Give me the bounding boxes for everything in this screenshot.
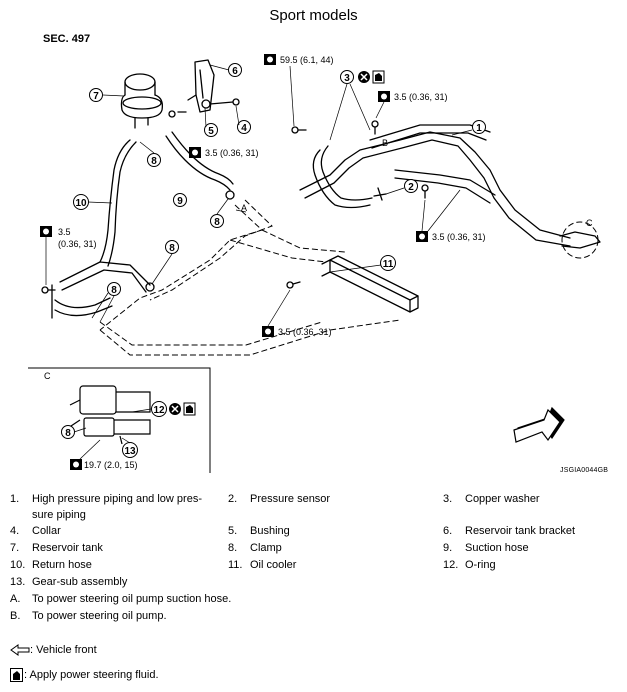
letter-c: C [586,218,593,228]
legend: 1.High pressure piping and low pres-sure… [10,491,622,625]
apply-fluid-icon [10,668,23,682]
callout-1: 1 [472,120,486,134]
callout-8d: 8 [107,282,121,296]
torque-3-5-left: 3.5 [58,227,71,237]
callout-3: 3 [340,70,354,84]
torque-3-5-left-b: (0.36, 31) [58,239,97,249]
callout-9: 9 [173,193,187,207]
svg-text:13: 13 [124,446,136,457]
page-title: Sport models [269,7,358,24]
torque-callouts: 59.5 (6.1, 44) 3.5 (0.36, 31) 3.5 (0.36,… [40,54,486,470]
svg-text:2: 2 [408,182,414,193]
legend-item-13: 13.Gear-sub assembly [10,576,128,588]
legend-item-3: 3.Copper washer [443,493,540,505]
legend-item-b: B.To power steering oil pump. [10,610,167,622]
callout-13: 13 [122,442,138,458]
torque-3-5-suction: 3.5 (0.36, 31) [205,148,259,158]
legend-item-a: A.To power steering oil pump suction hos… [10,593,232,605]
apply-fluid-note: : Apply power steering fluid. [10,668,159,682]
svg-text:11: 11 [383,259,394,270]
bolts [41,110,429,294]
exploded-diagram: 1 2 3 4 5 6 7 8 8 8 8 8 9 10 11 12 13 A … [28,54,601,473]
legend-item-11: 11.Oil cooler [228,559,297,571]
image-code: JSGIA0044GB [560,467,609,474]
inset-c-drawing [67,385,151,445]
callout-8e: 8 [61,425,75,439]
callout-12: 12 [151,401,167,417]
legend-item-4: 4.Collar [10,525,61,537]
callout-8a: 8 [147,153,161,167]
svg-text:8: 8 [214,217,220,228]
section-label: SEC. 497 [43,33,91,45]
torque-icon [416,231,428,242]
do-not-reuse-icon [169,403,181,415]
vehicle-front-arrow [513,406,565,443]
svg-text:10: 10 [75,198,87,209]
legend-item-2: 2.Pressure sensor [228,493,331,505]
torque-3-5-right: 3.5 (0.36, 31) [432,232,486,242]
legend-item-9: 9.Suction hose [443,542,529,554]
vehicle-front-icon [10,644,30,657]
svg-text:8: 8 [169,243,175,254]
callout-5: 5 [204,123,218,137]
callout-8b: 8 [210,214,224,228]
apply-fluid-icon [183,402,196,416]
svg-text:8: 8 [151,156,157,167]
legend-item-7: 7.Reservoir tank [10,542,103,554]
torque-3-5-cooler: 3.5 (0.36, 31) [278,327,332,337]
legend-item-5: 5.Bushing [228,525,290,537]
callout-8c: 8 [165,240,179,254]
do-not-reuse-icon [358,71,370,83]
torque-icon [189,147,201,158]
legend-item-10: 10.Return hose [10,559,92,571]
torque-19-7: 19.7 (2.0, 15) [84,460,138,470]
callout-6: 6 [228,63,242,77]
torque-icon [378,91,390,102]
letter-c-inset: C [44,371,51,381]
legend-item-1: 1.High pressure piping and low pres-sure… [10,493,202,521]
svg-text:12: 12 [153,405,165,416]
callout-2: 2 [404,179,418,193]
torque-59-5: 59.5 (6.1, 44) [280,55,334,65]
callout-4: 4 [237,120,251,134]
apply-fluid-icon [372,70,385,84]
torque-icon [40,226,52,237]
svg-text:9: 9 [177,196,183,207]
callout-11: 11 [380,255,396,271]
svg-text:3: 3 [344,73,350,84]
letter-a: A [241,203,247,213]
vehicle-front-note: : Vehicle front [10,644,97,657]
svg-text:5: 5 [208,126,214,137]
torque-3-5-top: 3.5 (0.36, 31) [394,92,448,102]
oil-cooler-drawing [321,255,419,313]
torque-icon [70,459,82,470]
torque-icon [264,54,276,65]
torque-icon [262,326,274,337]
legend-item-8: 8.Clamp [228,542,282,554]
legend-item-6: 6.Reservoir tank bracket [443,525,576,537]
letter-b: B [382,138,388,148]
svg-text:8: 8 [111,285,117,296]
legend-item-12: 12.O-ring [443,559,496,571]
svg-text:8: 8 [65,428,71,439]
svg-text:7: 7 [93,91,99,102]
callout-10: 10 [73,194,89,210]
svg-text:4: 4 [241,123,247,134]
svg-text:6: 6 [232,66,238,77]
svg-text:1: 1 [476,123,482,134]
callout-7: 7 [89,88,103,102]
callout-numbers: 1 2 3 4 5 6 7 8 8 8 8 8 9 10 11 12 13 [61,63,486,458]
reservoir-tank-drawing [120,73,163,129]
